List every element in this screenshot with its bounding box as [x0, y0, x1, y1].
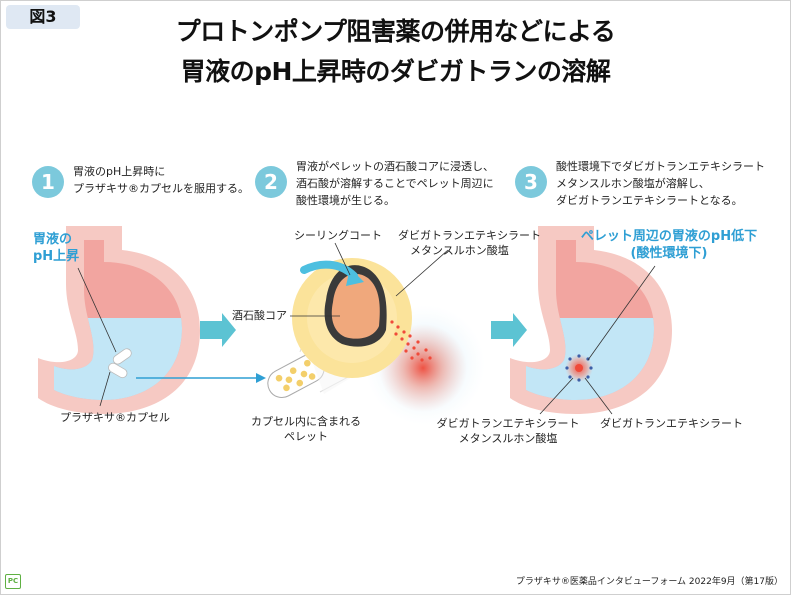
step-2-number: 2 — [255, 166, 287, 198]
label-dissolved-base: ダビガトランエテキシラート — [600, 417, 743, 430]
label-pellets-line-2: ペレット — [284, 430, 328, 443]
open-capsule — [267, 353, 325, 399]
label-capsule: プラザキサ®カプセル — [60, 411, 170, 424]
pellet-cross-section — [290, 242, 449, 378]
step-1-line-2: プラザキサ®カプセルを服用する。 — [73, 182, 249, 195]
label-tartaric-core: 酒石酸コア — [232, 309, 287, 322]
label-gastric-ph-rise: 胃液の pH上昇 — [33, 231, 79, 265]
publisher-logo: PC — [5, 574, 21, 589]
step-2-line-1: 胃液がペレットの酒石酸コアに浸透し、 — [296, 160, 494, 173]
stomach-1 — [38, 226, 266, 414]
step-3-line-2: メタンスルホン酸塩が溶解し、 — [556, 177, 710, 190]
arrow-1-to-2 — [200, 313, 236, 347]
step-3-number: 3 — [515, 166, 547, 198]
arrow-2-to-3 — [491, 313, 527, 347]
figure-label: 図3 — [6, 5, 80, 29]
step-2-line-2: 酒石酸が溶解することでペレット周辺に — [296, 177, 494, 190]
footer-source: プラザキサ®医薬品インタビューフォーム 2022年9月（第17版） — [515, 577, 783, 587]
step-3-line-3: ダビガトランエテキシラートとなる。 — [556, 194, 743, 207]
step-1-number: 1 — [32, 166, 64, 198]
label-pellets-line-1: カプセル内に含まれる — [251, 415, 361, 428]
label-dissolved-salt-line-2: メタンスルホン酸塩 — [458, 432, 558, 445]
label-ph-drop-line-2: (酸性環境下) — [630, 246, 708, 261]
label-drug-salt-top-line-1: ダビガトランエテキシラート — [398, 229, 541, 242]
stomach-3 — [510, 226, 672, 415]
label-drug-salt-top-line-2: メタンスルホン酸塩 — [410, 244, 509, 257]
step-1-text: 胃液のpH上昇時に プラザキサ®カプセルを服用する。 — [73, 163, 249, 197]
label-dissolved-salt: ダビガトランエテキシラート メタンスルホン酸塩 — [426, 416, 590, 446]
step-2-text: 胃液がペレットの酒石酸コアに浸透し、 酒石酸が溶解することでペレット周辺に 酸性… — [296, 158, 494, 209]
label-gastric-ph-rise-line-2: pH上昇 — [33, 249, 80, 264]
step-3-line-1: 酸性環境下でダビガトランエテキシラート — [556, 160, 765, 173]
label-ph-drop-line-1: ペレット周辺の胃液のpH低下 — [580, 229, 758, 244]
capsule-in-stomach — [108, 348, 132, 379]
step-3-text: 酸性環境下でダビガトランエテキシラート メタンスルホン酸塩が溶解し、 ダビガトラ… — [556, 158, 765, 209]
title-line-2: 胃液のpH上昇時のダビガトランの溶解 — [180, 57, 611, 86]
label-drug-salt-top: ダビガトランエテキシラート メタンスルホン酸塩 — [398, 228, 541, 258]
title-line-1: プロトンポンプ阻害薬の併用などによる — [175, 17, 616, 46]
label-sealing-coat: シーリングコート — [294, 229, 382, 242]
step-1-line-1: 胃液のpH上昇時に — [73, 165, 166, 178]
label-ph-drop: ペレット周辺の胃液のpH低下 (酸性環境下) — [564, 228, 774, 262]
label-gastric-ph-rise-line-1: 胃液の — [33, 232, 73, 247]
label-pellets: カプセル内に含まれる ペレット — [246, 414, 366, 444]
step-2-line-3: 酸性環境が生じる。 — [296, 194, 395, 207]
label-dissolved-salt-line-1: ダビガトランエテキシラート — [436, 417, 580, 430]
